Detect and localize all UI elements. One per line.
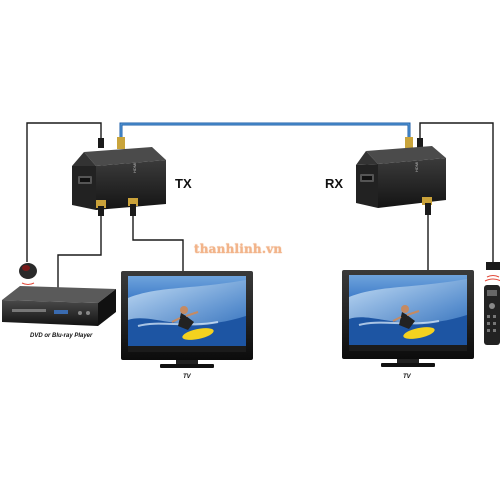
- cat-connector-rx: [405, 137, 413, 149]
- ir-remote-icon: [484, 262, 500, 345]
- ir-cable-rx: [419, 122, 494, 262]
- ir-receiver-icon: [19, 263, 37, 290]
- cat-connector-tx: [117, 137, 125, 149]
- watermark-text: thanhlinh.vn: [194, 242, 283, 256]
- rx-label: RX: [325, 176, 344, 191]
- rx-extender: HDMI: [356, 146, 446, 215]
- tx-extender: HDMI: [72, 147, 166, 216]
- hdmi-cable-player: [57, 214, 102, 294]
- player-label: DVD or Blu-ray Player: [30, 333, 93, 339]
- ir-cable-tx: [26, 122, 102, 262]
- tv-right: [342, 270, 474, 367]
- tx-label: TX: [175, 176, 192, 191]
- hdmi-port-icon: [96, 198, 138, 208]
- tv-left: [121, 271, 253, 368]
- tv-right-label: TV: [403, 374, 411, 380]
- svg-text:HDMI: HDMI: [414, 162, 419, 172]
- tv-left-label: TV: [183, 374, 191, 380]
- dvd-player: [2, 286, 116, 326]
- svg-text:HDMI: HDMI: [132, 163, 137, 173]
- hdmi-cable-local-tv: [132, 214, 184, 272]
- cat-cable: [119, 122, 411, 145]
